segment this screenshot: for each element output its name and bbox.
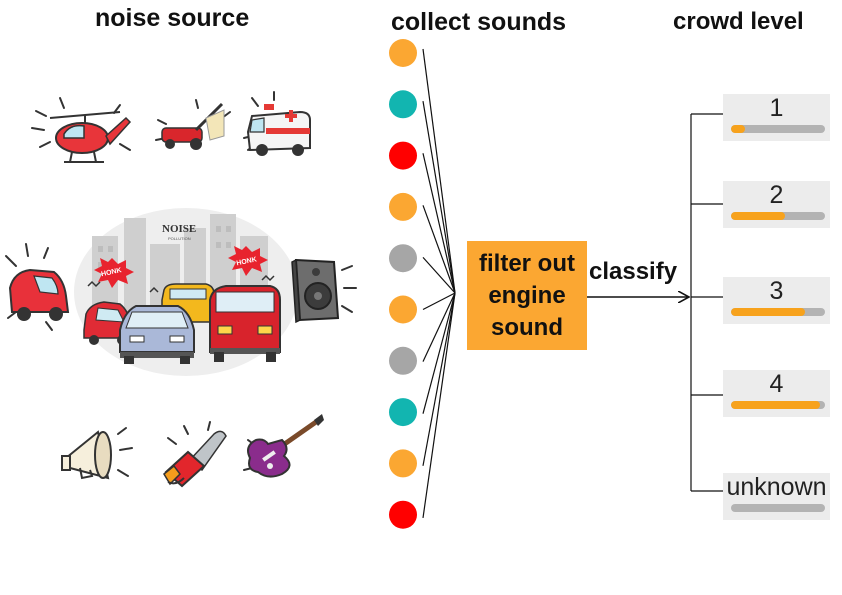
collection-line [422,101,456,294]
filter-engine-sound-box: filter out engine sound [467,241,587,350]
lawn-mower-icon [155,99,231,150]
crowd-level-label: 3 [769,277,784,305]
honk-badge-right: HONK [236,256,258,267]
crowd-level-label: unknown [726,473,827,501]
speaker-icon [291,258,357,324]
sound-dot [389,90,417,119]
crowd-level-label: 2 [769,181,784,209]
pollution-badge: POLLUTION [168,236,191,241]
collection-line [422,292,456,362]
crowd-level-bar [731,125,825,133]
crowd-level-3: 3 [723,277,830,324]
collection-line [422,292,456,414]
collection-lines [422,48,456,518]
collection-line [422,292,456,518]
classification-tree [690,113,723,492]
crowd-level-2: 2 [723,181,830,228]
sound-dot [389,500,417,529]
small-car-icon [5,243,70,331]
honk-badge-left: HONK [101,267,123,278]
crowd-level-unknown: unknown [723,473,830,520]
traffic-jam-illustration [74,208,298,376]
sound-dot [389,192,417,221]
filter-line-2: engine [488,281,566,309]
sound-dot [389,39,417,67]
noise-badge: NOISE [162,223,196,235]
electric-guitar-icon [243,414,324,478]
crowd-level-bar [731,308,825,316]
filter-line-3: sound [491,313,563,341]
filter-line-1: filter out [479,249,575,277]
crowd-level-label: 1 [769,94,784,122]
crowd-level-label: 4 [769,370,784,398]
crowd-level-fill [731,125,746,133]
sound-dot [389,141,417,170]
sound-dot [389,295,417,324]
collection-line [422,48,456,294]
crowd-level-fill [731,212,785,220]
classify-label: classify [589,258,678,285]
crowd-level-fill [731,401,821,409]
collection-line [422,292,456,466]
crowd-level-fill [731,308,806,316]
crowd-level-1: 1 [723,94,830,141]
collection-line [422,292,456,311]
collection-line [422,256,456,294]
sound-dot [389,449,417,478]
crowd-level-4: 4 [723,370,830,417]
crowd-level-bar [731,504,825,512]
collect-sounds-heading: collect sounds [391,8,567,36]
crowd-level-bar [731,212,825,220]
crowd-level-bar [731,401,825,409]
noise-source-heading: noise source [95,4,250,32]
crowd-level-heading: crowd level [673,8,804,35]
helicopter-icon [31,97,132,163]
sound-dot [389,346,417,375]
ambulance-icon [243,91,311,156]
chainsaw-icon [163,421,227,488]
collection-line [422,205,456,294]
sound-dots [389,39,417,529]
collection-line [422,153,456,294]
sound-dot [389,244,417,273]
megaphone-icon [61,427,133,480]
sound-dot [389,398,417,427]
